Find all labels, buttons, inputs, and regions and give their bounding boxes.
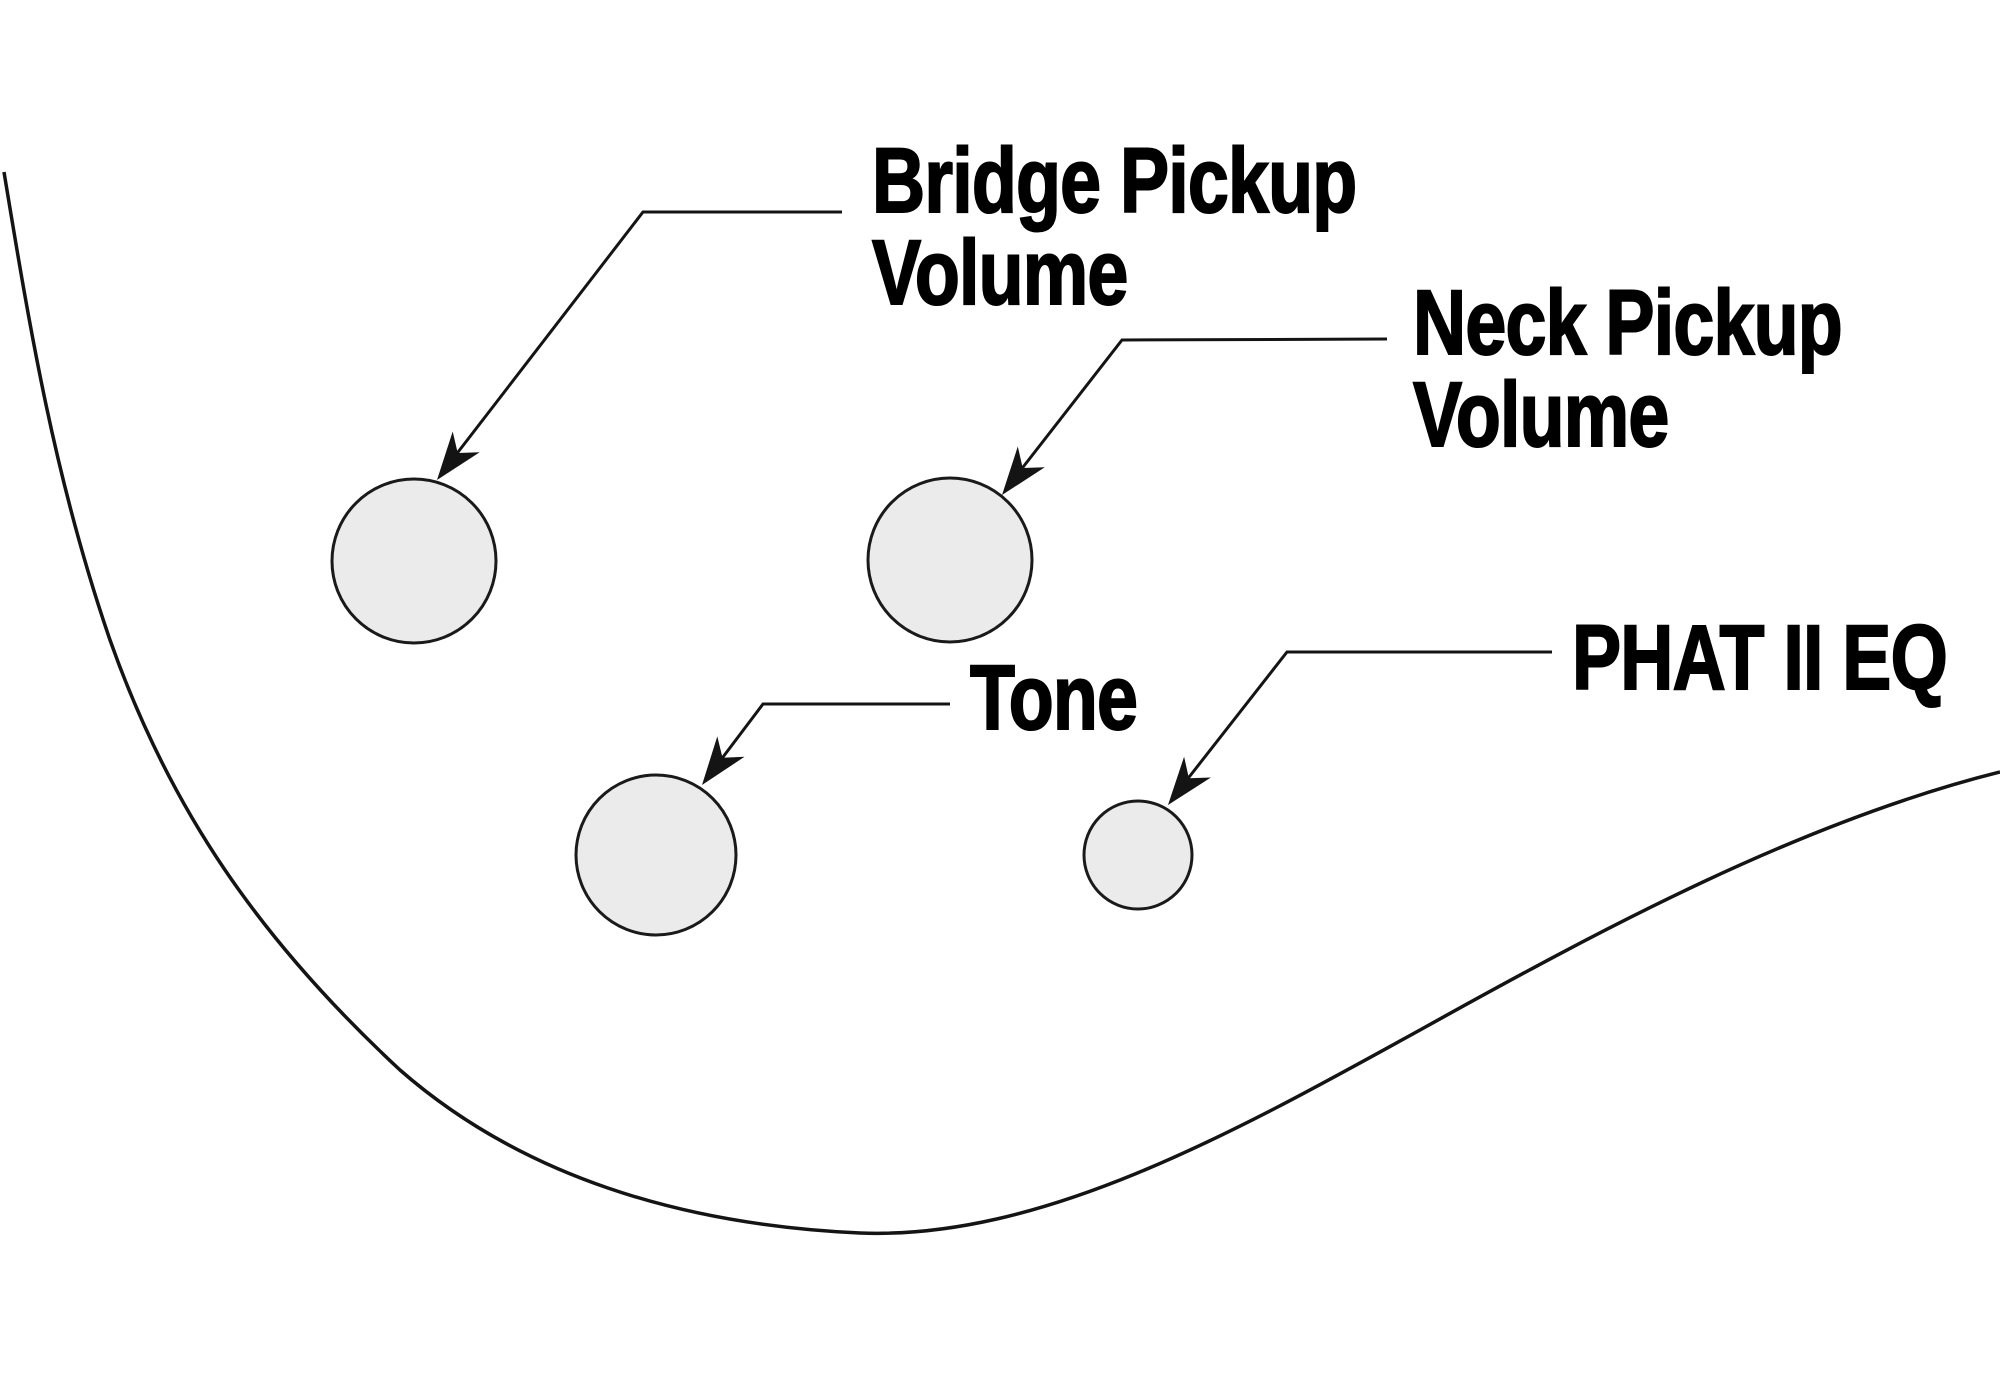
label-bridge-line2: Volume [871,222,1129,324]
bridge-arrowhead-icon [437,431,480,480]
label-bridge-line1: Bridge Pickup [871,130,1358,232]
label-phat-ii-eq: PHAT II EQ [1571,607,1948,709]
label-neck-line2: Volume [1412,364,1670,466]
phat-ii-eq-knob [1082,799,1194,911]
bridge-pickup-volume-knob [330,477,498,645]
neck-pickup-volume-knob [866,476,1034,644]
bridge-leader-line [453,210,842,457]
label-phat-text: PHAT II EQ [1571,607,1948,709]
phat-leader-line [1184,650,1552,782]
guitar-body-outline [2,171,2000,1236]
neck-arrowhead-icon [1002,446,1045,495]
tone-arrowhead-icon [702,736,745,785]
tone-leader-line [718,702,950,762]
neck-leader-line [1018,337,1388,472]
phat-arrowhead-icon [1168,756,1211,805]
label-neck-pickup-volume: Neck Pickup Volume [1412,272,1843,466]
label-tone-text: Tone [969,647,1139,749]
label-tone: Tone [969,647,1139,749]
tone-knob [574,773,738,937]
label-bridge-pickup-volume: Bridge Pickup Volume [871,130,1358,324]
label-neck-line1: Neck Pickup [1412,272,1843,374]
